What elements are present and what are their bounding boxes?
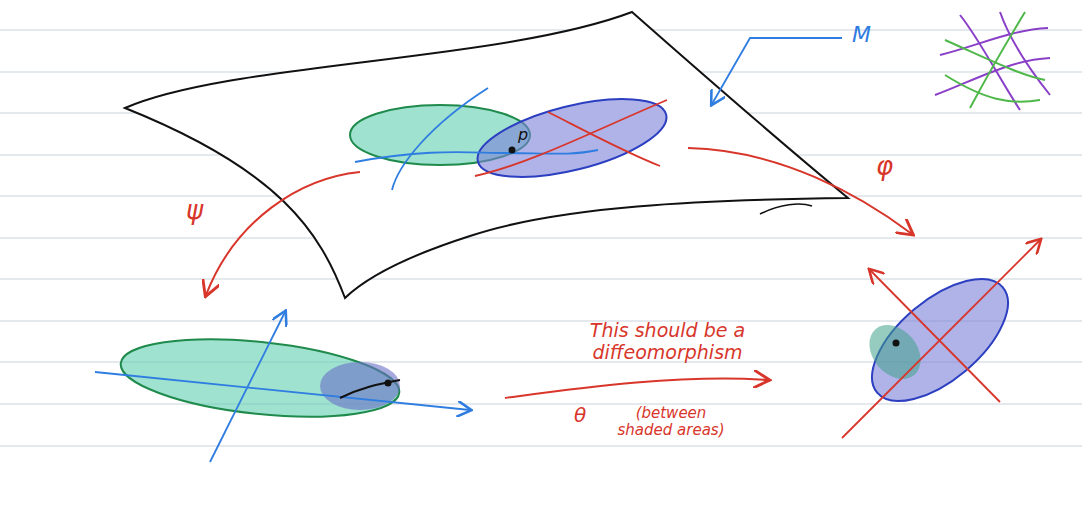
sheet-fold — [760, 204, 812, 214]
coordinate-curve — [475, 100, 667, 176]
point-label: p — [518, 126, 528, 144]
axis — [842, 240, 1040, 438]
point — [893, 340, 900, 347]
map-label: φ — [876, 152, 893, 182]
axis — [95, 372, 470, 410]
map-arrow — [688, 148, 912, 234]
manifold-sheet — [125, 12, 848, 298]
axis — [210, 312, 285, 462]
map-arrow — [206, 172, 360, 295]
note-text: This should be a diffeomorphism — [560, 320, 775, 364]
leader-line — [712, 38, 842, 104]
axis — [870, 270, 1000, 402]
manifold-label: M — [852, 22, 871, 47]
coordinate-curve — [392, 88, 488, 190]
coordinate-curve — [548, 112, 660, 166]
shaded-overlap — [859, 315, 931, 389]
note-text: (between shaded areas) — [612, 405, 730, 440]
shaded-overlap — [320, 362, 400, 410]
coordinate-curve — [355, 150, 598, 162]
transition-arrow — [505, 379, 768, 398]
map-label: θ — [574, 404, 586, 427]
chart-domain-v — [470, 83, 674, 192]
chart-image — [851, 257, 1028, 424]
curve — [340, 380, 400, 398]
point-p — [509, 147, 516, 154]
point — [385, 380, 392, 387]
grid-scribble — [935, 12, 1050, 110]
map-label: ψ — [186, 196, 203, 226]
